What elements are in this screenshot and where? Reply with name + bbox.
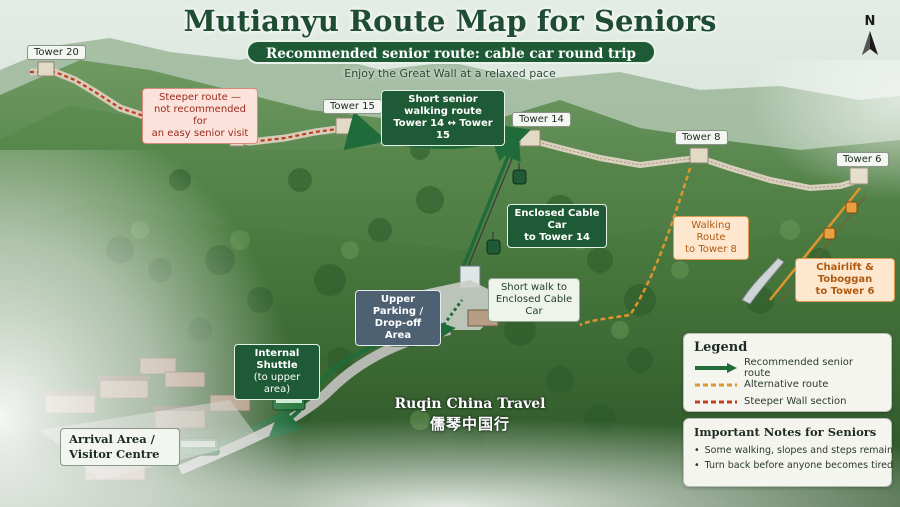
tower-15-label: Tower 15 <box>323 99 382 114</box>
walking-route-callout: Short senior walking route Tower 14 ↔ To… <box>381 90 505 146</box>
note-item: Some walking, slopes and steps remain <box>694 443 893 458</box>
north-arrow-icon <box>862 31 878 55</box>
legend-title: Legend <box>694 340 748 355</box>
tagline: Enjoy the Great Wall at a relaxed pace <box>344 67 556 80</box>
senior-notes-panel: Important Notes for Seniors Some walking… <box>683 418 893 487</box>
subtitle-banner: Recommended senior route: cable car roun… <box>246 40 656 64</box>
cable-car-callout: Enclosed Cable Car to Tower 14 <box>507 204 607 248</box>
tower-6-label: Tower 6 <box>836 152 889 167</box>
tower-14-label: Tower 14 <box>512 112 571 127</box>
recommended-route-swatch-icon <box>695 362 737 373</box>
north-letter: N <box>864 14 876 29</box>
map-title: Mutianyu Route Map for Seniors <box>183 4 717 38</box>
chairlift-toboggan-callout: Chairlift & Toboggan to Tower 6 <box>795 258 895 302</box>
tower-8-label: Tower 8 <box>675 130 728 145</box>
steeper-section-swatch-icon <box>695 400 737 403</box>
legend-item-recommended: Recommended senior route <box>694 357 881 379</box>
notes-title: Important Notes for Seniors <box>694 425 877 439</box>
brand-watermark: Ruqin China Travel 儒琴中国行 <box>394 396 546 433</box>
upper-parking-callout: Upper Parking / Drop-off Area <box>355 290 441 346</box>
north-compass: N <box>856 14 884 61</box>
short-walk-callout: Short walk to Enclosed Cable Car <box>488 278 580 322</box>
legend-item-alternative: Alternative route <box>694 376 881 393</box>
legend-item-steeper: Steeper Wall section <box>694 393 881 410</box>
alternative-route-swatch-icon <box>695 383 737 386</box>
tower-20-label: Tower 20 <box>27 45 86 60</box>
internal-shuttle-callout: Internal Shuttle (to upper area) <box>234 344 320 400</box>
note-item: Turn back before anyone becomes tired <box>694 458 893 473</box>
legend-panel: Legend Recommended senior route Alternat… <box>683 333 892 412</box>
steeper-route-callout: Steeper route — not recommended for an e… <box>142 88 258 144</box>
walking-route-tower-8-callout: Walking Route to Tower 8 <box>673 216 749 260</box>
arrival-area-label: Arrival Area / Visitor Centre <box>60 428 180 466</box>
cable-car-gondola-icon <box>486 163 527 255</box>
